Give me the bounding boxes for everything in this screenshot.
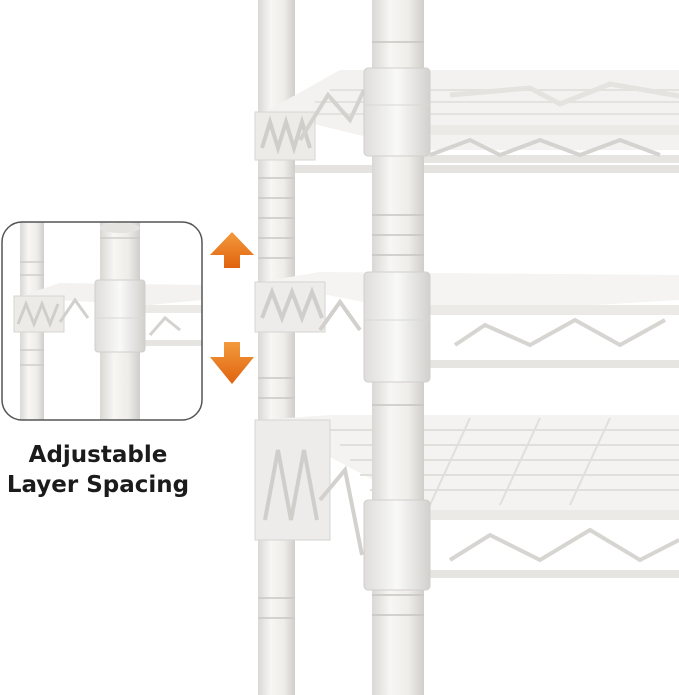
shelf-middle — [254, 272, 679, 368]
inset-border — [1, 221, 203, 421]
arrow-down-icon — [210, 342, 254, 384]
feature-caption: Adjustable Layer Spacing — [0, 440, 196, 500]
inset-zoom — [1, 221, 203, 421]
arrow-up-icon — [210, 232, 254, 268]
caption-line-2: Layer Spacing — [6, 472, 190, 498]
adjust-arrows — [210, 232, 254, 384]
shelf-bottom — [254, 415, 679, 578]
shelving-unit — [254, 0, 679, 695]
caption-line-1: Adjustable — [28, 442, 168, 468]
shelf-top — [254, 70, 679, 173]
clamp-sleeves — [363, 67, 431, 591]
